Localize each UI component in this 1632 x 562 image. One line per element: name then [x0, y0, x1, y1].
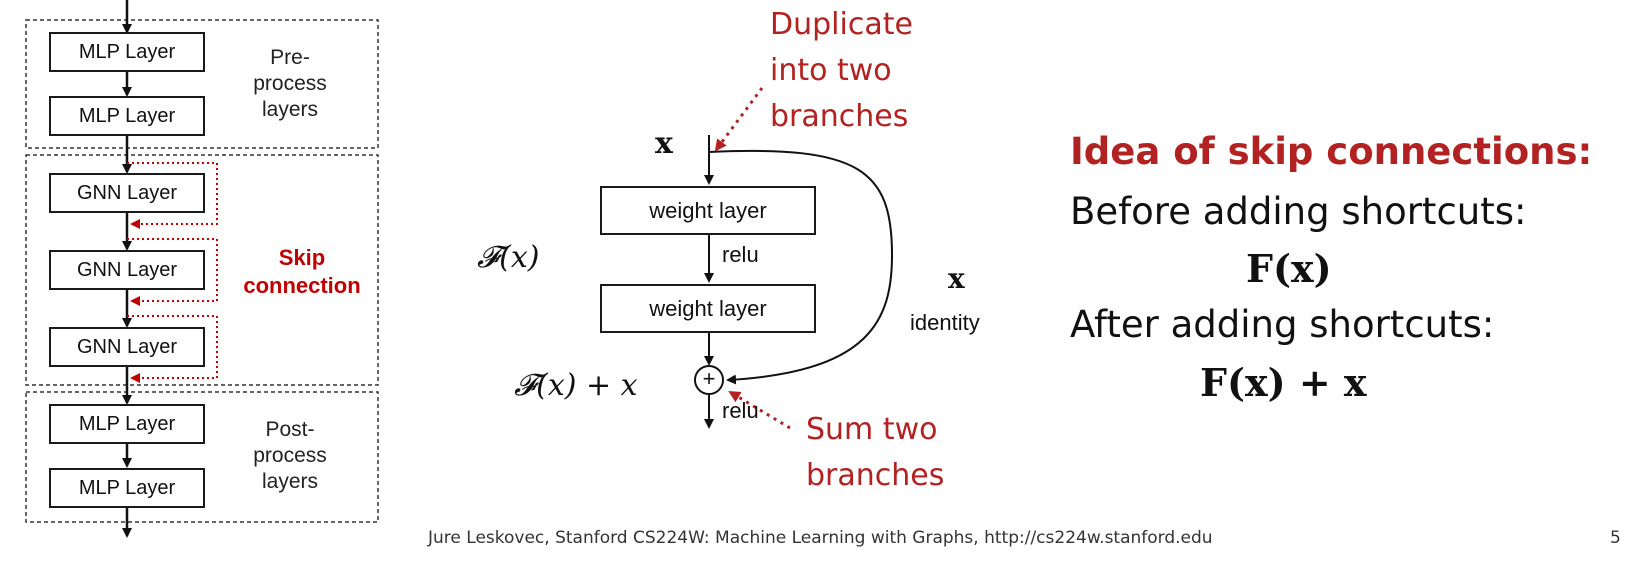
- post-process-label: Post- process layers: [253, 418, 327, 493]
- mlp-layer-box: MLP Layer: [49, 96, 205, 136]
- mlp-layer-box: MLP Layer: [49, 404, 205, 444]
- weight-layer-2: weight layer: [600, 284, 816, 333]
- duplicate-annotation: Duplicate into two branches: [770, 7, 913, 134]
- pre-process-group-box: [25, 19, 379, 149]
- before-formula: F(x): [1246, 246, 1332, 291]
- skip-connection-3: [127, 315, 218, 383]
- page-number: 5: [1610, 528, 1621, 548]
- idea-title: Idea of skip connections:: [1070, 130, 1593, 173]
- input-x-label: x: [655, 126, 673, 161]
- mlp-layer-box: MLP Layer: [49, 32, 205, 72]
- sum-annotation: Sum two branches: [806, 412, 945, 493]
- sum-circle: [694, 365, 724, 395]
- fx-label: 𝓕(x): [477, 240, 540, 275]
- relu-label-1: relu: [722, 242, 759, 267]
- identity-shortcut-curve: [708, 149, 894, 385]
- before-shortcuts-text: Before adding shortcuts:: [1070, 190, 1527, 233]
- residual-block-connectors: [694, 87, 894, 430]
- plus-symbol: +: [702, 366, 716, 391]
- relu-label-2: relu: [722, 398, 759, 423]
- skip-connection-2: [127, 238, 218, 306]
- duplicate-annotation-arrow: [714, 87, 764, 152]
- layer-stack-connectors: [25, 0, 379, 538]
- after-shortcuts-text: After adding shortcuts:: [1070, 303, 1495, 346]
- fx-plus-x-label: 𝓕(x) + x: [514, 368, 638, 403]
- post-process-group-box: [25, 391, 379, 523]
- after-formula: F(x) + x: [1200, 360, 1367, 405]
- footer-credit: Jure Leskovec, Stanford CS224W: Machine …: [428, 528, 1213, 548]
- gnn-layer-box: GNN Layer: [49, 173, 205, 213]
- mlp-layer-box: MLP Layer: [49, 468, 205, 508]
- identity-x-label: x: [948, 262, 965, 295]
- pre-process-label: Pre- process layers: [253, 46, 327, 121]
- weight-layer-1: weight layer: [600, 186, 816, 235]
- skip-connection-label: Skip connection: [243, 245, 361, 298]
- gnn-layer-box: GNN Layer: [49, 327, 205, 367]
- skip-connection-group-box: [25, 154, 379, 386]
- gnn-layer-box: GNN Layer: [49, 250, 205, 290]
- skip-connection-1: [127, 162, 218, 229]
- identity-label: identity: [910, 310, 980, 335]
- sum-annotation-arrow: [728, 390, 791, 430]
